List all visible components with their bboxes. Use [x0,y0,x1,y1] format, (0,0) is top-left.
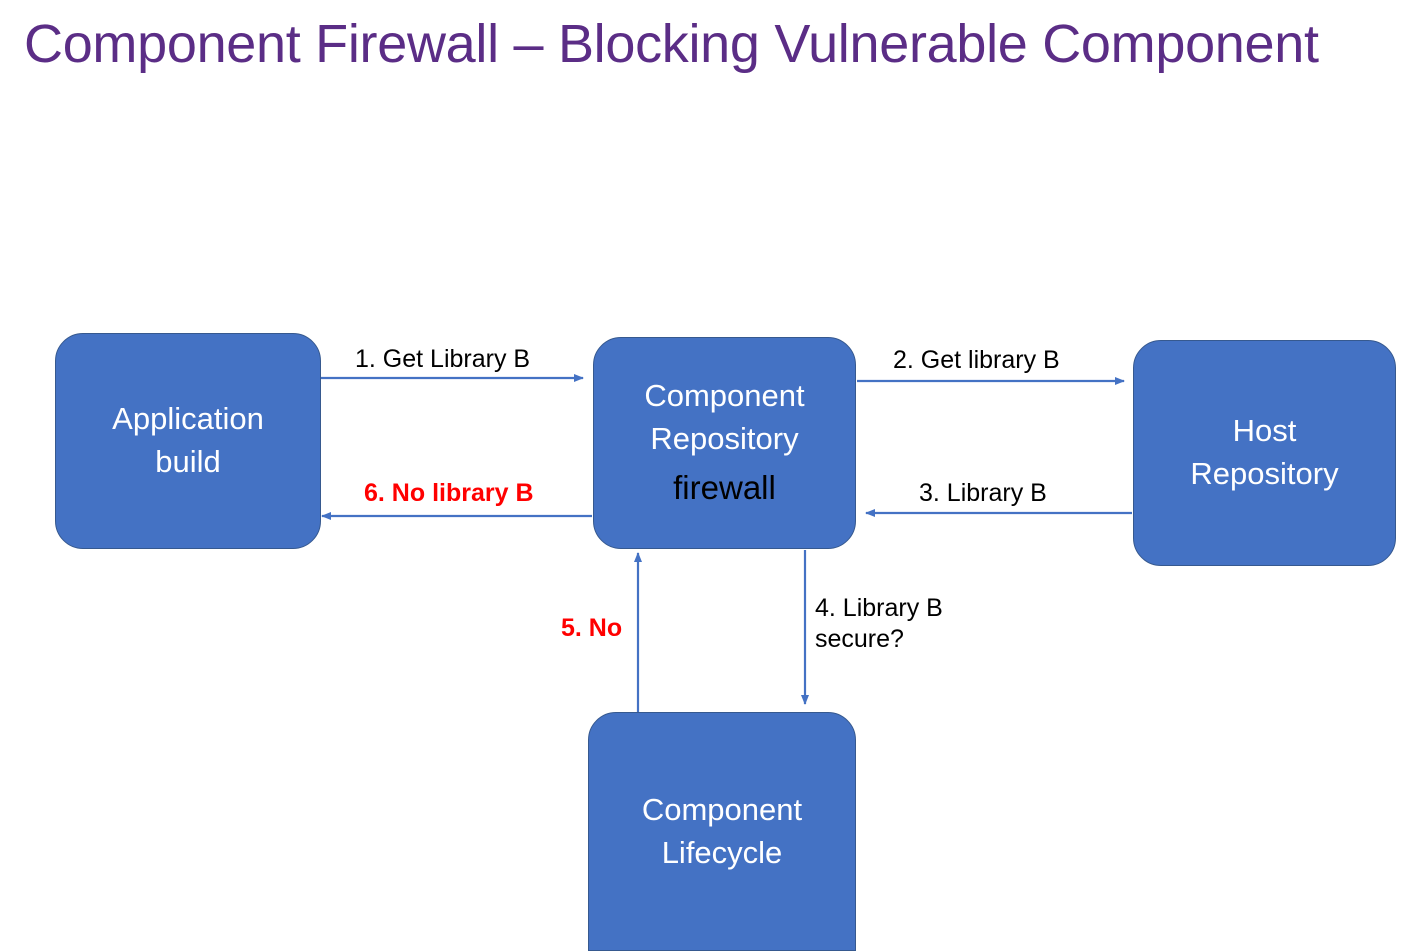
edge-label-3: 3. Library B [919,479,1047,507]
node-label-line-1: Host [1232,413,1297,449]
edge-label-1: 1. Get Library B [355,345,531,373]
edge-label-2: 2. Get library B [893,346,1060,374]
node-label-line-2: build [155,444,221,479]
edge-label-6: 6. No library B [364,479,534,507]
node-application-build[interactable]: Application build [55,333,321,549]
node-component-repository[interactable]: Component Repository firewall [593,337,856,549]
node-sublabel-firewall: firewall [673,469,776,507]
node-label-line-2: Lifecycle [661,834,783,870]
edge-label-5: 5. No [561,614,623,642]
edge-label-4: 4. Library B secure? [815,594,943,654]
node-label-line-2: Repository [650,420,799,456]
node-host-repository[interactable]: Host Repository [1133,340,1396,566]
node-label-line-1: Component [641,791,803,827]
node-label-line-1: Component [644,377,805,413]
page-title: Component Firewall – Blocking Vulnerable… [24,14,1319,74]
node-label-line-1: Application [112,401,264,437]
node-label-line-2: Repository [1190,456,1339,491]
node-component-lifecycle[interactable]: Component Lifecycle [588,712,856,951]
